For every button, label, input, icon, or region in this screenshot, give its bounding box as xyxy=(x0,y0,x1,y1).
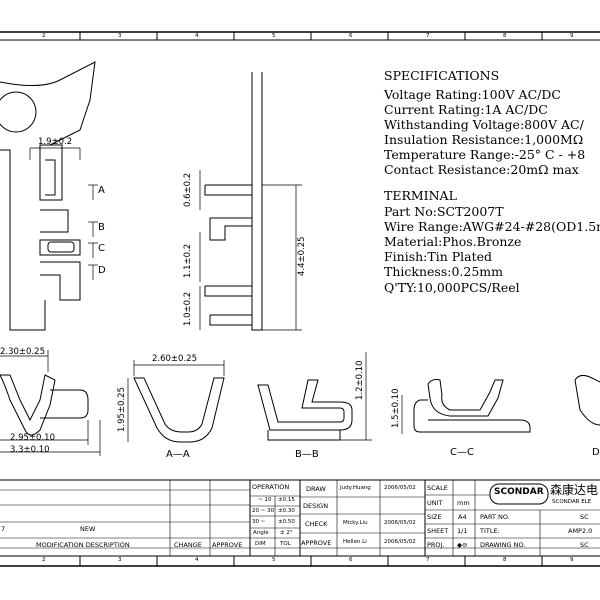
dim-side-total: 4.4±0.25 xyxy=(297,236,307,276)
section-label-aa: A—A xyxy=(166,449,190,460)
dim-side-b: 1.1±0.2 xyxy=(183,243,193,278)
col-8: 8 xyxy=(503,33,507,39)
draw-label: DRAW xyxy=(306,485,326,493)
col-9: 9 xyxy=(570,33,574,39)
dim-side-c: 1.0±0.2 xyxy=(183,291,193,326)
proj-label: PROJ. xyxy=(427,541,445,549)
dim-side-a: 0.6±0.2 xyxy=(183,172,193,207)
unit-value: mm xyxy=(457,499,470,507)
section-label-bb: B—B xyxy=(295,449,319,460)
check-label: CHECK xyxy=(305,520,328,528)
terminal-line-3: Material:Phos.Bronze xyxy=(384,234,522,249)
drawing-no-value: SC xyxy=(580,541,589,549)
terminal-line-6: Q'TY:10,000PCS/Reel xyxy=(384,280,520,295)
dim-aa-width: 2.60±0.25 xyxy=(152,354,197,364)
spec-line-6: Contact Resistance:20mΩ max xyxy=(384,162,579,177)
dim-bb-height: 1.2±0.10 xyxy=(355,360,365,400)
approve-date: 2006/05/02 xyxy=(384,539,416,545)
tol-value-3: ±0.50 xyxy=(278,519,295,525)
check-date: 2006/05/02 xyxy=(384,520,416,526)
marker-c: C xyxy=(98,243,105,254)
change-header: CHANGE xyxy=(174,541,202,549)
company-name-cn: 森康达电 xyxy=(550,483,599,497)
dim-label: DIM xyxy=(255,541,266,547)
title-label: TITLE: xyxy=(480,527,500,535)
drawing-no-label: DRAWING NO. xyxy=(480,541,526,549)
angle-label: Angle xyxy=(253,530,269,536)
marker-b: B xyxy=(98,222,105,233)
col-9-bottom: 9 xyxy=(570,557,574,563)
dim-left-bottom: 3.3±0.10 xyxy=(10,445,50,455)
marker-a: A xyxy=(98,185,105,196)
dim-aa-height: 1.95±0.25 xyxy=(117,387,127,432)
modification-description-header: MODIFICATION DESCRIPTION xyxy=(36,541,130,549)
col-7-bottom: 7 xyxy=(426,557,430,563)
approver-name: Hellen.Li xyxy=(343,539,367,545)
col-4: 4 xyxy=(195,33,199,39)
terminal-heading: TERMINAL xyxy=(384,188,457,203)
sheet-value: 1/1 xyxy=(457,527,468,535)
spec-line-3: Withstanding Voltage:800V AC/ xyxy=(384,117,584,132)
terminal-line-4: Finish:Tin Plated xyxy=(384,249,493,264)
company-logo: SCONDAR xyxy=(494,487,544,497)
col-2-bottom: 2 xyxy=(42,557,46,563)
angle-tolerance: ± 2° xyxy=(280,530,293,536)
size-label: SIZE xyxy=(427,513,442,521)
dim-cc-height: 1.5±0.10 xyxy=(391,388,401,428)
operation-header: OPERATION xyxy=(252,483,290,491)
drawer-name: Judy.Huang xyxy=(340,485,371,491)
title-value: AMP2.0 xyxy=(568,527,593,535)
spec-heading: SPECIFICATIONS xyxy=(384,68,500,83)
revision-number: 7 xyxy=(1,525,6,533)
spec-line-4: Insulation Resistance:1,000MΩ xyxy=(384,132,584,147)
dim-left-mid: 2.95±0.10 xyxy=(10,433,55,443)
marker-d: D xyxy=(98,265,106,276)
tol-range-1: ~ 10 xyxy=(258,497,272,503)
dim-left-top: 2.30±0.25 xyxy=(0,347,45,357)
company-name-en: SCONDAR ELE xyxy=(552,499,592,505)
size-value: A4 xyxy=(458,513,467,521)
col-7: 7 xyxy=(426,33,430,39)
checker-name: Micky.Liu xyxy=(343,520,368,526)
col-2: 2 xyxy=(42,33,46,39)
approve-col-header: APPROVE xyxy=(212,541,243,549)
revision-description: NEW xyxy=(80,525,96,533)
spec-line-5: Temperature Range:-25° C - +8 xyxy=(384,147,586,162)
part-no-value: SC xyxy=(580,513,589,521)
dim-top-width: 1.9±0.2 xyxy=(38,137,73,147)
col-6: 6 xyxy=(349,33,353,39)
spec-line-2: Current Rating:1A AC/DC xyxy=(384,102,548,117)
tol-value-1: ±0.15 xyxy=(278,497,295,503)
projection-icon: ◆⊖ xyxy=(457,541,468,549)
draw-date: 2006/05/02 xyxy=(384,485,416,491)
col-5: 5 xyxy=(272,33,276,39)
terminal-line-1: Part No:SCT2007T xyxy=(384,204,504,219)
col-8-bottom: 8 xyxy=(503,557,507,563)
approve-label: APPROVE xyxy=(301,539,332,547)
col-3: 3 xyxy=(118,33,122,39)
tol-label: TOL xyxy=(280,541,291,547)
col-6-bottom: 6 xyxy=(349,557,353,563)
terminal-line-2: Wire Range:AWG#24-#28(OD1.5mm xyxy=(384,219,600,234)
tol-range-3: 30 ~ xyxy=(252,519,266,525)
col-4-bottom: 4 xyxy=(195,557,199,563)
col-3-bottom: 3 xyxy=(118,557,122,563)
unit-label: UNIT xyxy=(427,499,443,507)
col-5-bottom: 5 xyxy=(272,557,276,563)
spec-line-1: Voltage Rating:100V AC/DC xyxy=(384,87,561,102)
tol-value-2: ±0.30 xyxy=(278,508,295,514)
part-no-label: PART NO. xyxy=(480,513,510,521)
section-label-cc: C—C xyxy=(450,447,474,458)
sheet-label: SHEET xyxy=(427,527,449,535)
section-label-d: D xyxy=(592,447,600,458)
scale-label: SCALE xyxy=(427,484,448,492)
terminal-line-5: Thickness:0.25mm xyxy=(384,264,503,279)
tol-range-2: 20 ~ 30 xyxy=(252,508,275,514)
design-label: DESIGN xyxy=(303,502,329,510)
